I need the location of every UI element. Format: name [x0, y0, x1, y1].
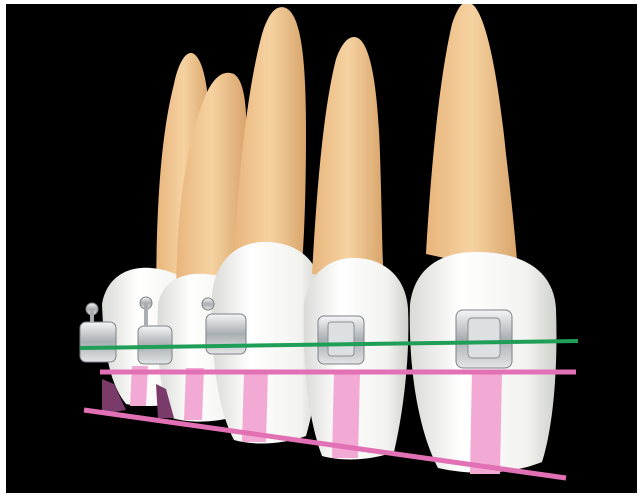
tooth-5-root [426, 4, 518, 274]
dental-illustration [6, 4, 637, 493]
tooth-4 [304, 37, 409, 460]
bracket-5 [456, 310, 512, 368]
tooth-3-root [234, 7, 306, 264]
tooth-5 [410, 4, 557, 474]
bracket-4 [318, 316, 364, 364]
teeth-braces-svg [6, 4, 637, 493]
tooth-5-midline [470, 370, 502, 474]
tooth-4-root [312, 37, 384, 284]
tooth-2-midline [184, 368, 204, 420]
